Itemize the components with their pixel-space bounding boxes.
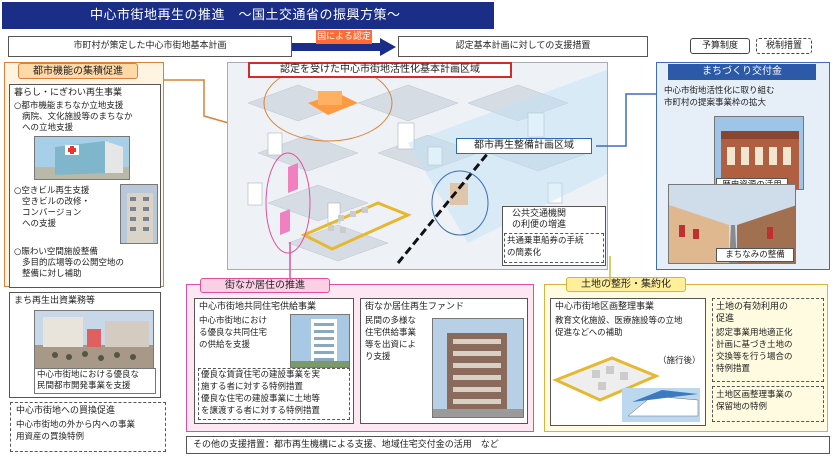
apartment-tower-photo xyxy=(290,314,350,368)
revival-item-3-desc-2: 整備に対し補助 xyxy=(22,269,82,279)
land-use-heading: 土地の有効利用の xyxy=(716,302,789,312)
land-use-desc-1: 認定事業用地適正化 xyxy=(716,328,793,338)
housing-tax-1: 優良な賃貸住宅の建設事業を実 xyxy=(201,370,321,380)
land-consolidation-heading: 土地の整形・集約化 xyxy=(566,277,686,292)
revival-item-1-desc-1: 病院、文化施設等のまちなか xyxy=(22,112,133,122)
municipal-plan-box: 市町村が策定した中心市街地基本計画 xyxy=(8,36,292,57)
transit-line-1: 公共交通機関 xyxy=(512,209,567,219)
revival-item-2-desc-3: への支援 xyxy=(22,219,57,229)
housing-supply-desc-3: の供給を支援 xyxy=(199,340,251,350)
urban-function-heading: 都市機能の集積促進 xyxy=(18,63,138,79)
urban-investment-caption-1: 中心市街地における優良な xyxy=(37,370,140,380)
urban-investment-heading: まち再生出資業務等 xyxy=(14,296,96,306)
housing-supply-heading: 中心市街地共同住宅供給事業 xyxy=(199,302,317,312)
plan-area-title: 認定を受けた中心市街地活性化基本計画区域 xyxy=(248,62,512,78)
transit-line-2: の利便の増進 xyxy=(512,220,567,230)
revival-item-3: ○賑わい空間施設整備 xyxy=(14,247,98,257)
replacement-promotion-box xyxy=(10,402,166,452)
residential-building-photo xyxy=(432,318,524,418)
city-map-svg xyxy=(228,63,607,269)
downtown-living-heading: 街なか居住の推進 xyxy=(200,278,330,293)
transit-box xyxy=(502,206,606,266)
vacant-building-photo xyxy=(120,184,158,244)
replacement-heading: 中心市街地への買換促進 xyxy=(16,406,116,416)
transit-tax-box xyxy=(504,233,604,263)
connector-map-to-mid xyxy=(289,242,291,278)
land-readjustment-illustration xyxy=(552,356,700,422)
replacement-line-2: 用資産の買換特例 xyxy=(16,432,85,442)
transit-line-4: の簡素化 xyxy=(507,248,542,258)
hospital-building-illustration xyxy=(34,136,130,180)
revival-item-2: ○空きビル再生支援 xyxy=(14,186,90,196)
readjustment-heading: 中心市街地区画整理事業 xyxy=(555,302,655,312)
transit-line-3: 共通乗車船券の手続 xyxy=(507,236,584,246)
legend-budget: 予算制度 xyxy=(690,38,750,54)
city-map-illustration xyxy=(227,62,608,270)
urban-investment-caption-box xyxy=(34,368,156,394)
housing-supply-desc-1: 中心市街地におけ xyxy=(199,316,268,326)
living-fund-desc-2: 住宅供給事業 xyxy=(365,328,417,338)
land-use-desc-4: 特例措置 xyxy=(716,364,751,374)
housing-tax-3: 優良な住宅の建設事業に土地等 xyxy=(201,394,321,404)
community-grant-desc-2: 市町村の提案事業枠の拡大 xyxy=(664,98,767,108)
urban-renewal-zone-label: 都市再生整備計画区域 xyxy=(456,138,592,154)
land-use-desc-3: 交換等を行う場合の xyxy=(716,352,793,362)
housing-supply-desc-2: る優良な共同住宅 xyxy=(199,328,268,338)
housing-tax-4: を譲渡する者に対する特例措置 xyxy=(201,406,321,416)
land-use-tax-box xyxy=(712,298,824,382)
support-measures-box: 認定基本計画に対しての支援措置 xyxy=(398,36,648,57)
housing-tax-2: 施する者に対する特例措置 xyxy=(201,382,304,392)
revival-item-2-desc-1: 空きビルの改修・ xyxy=(22,197,91,207)
living-fund-desc-3: 等を出資によ xyxy=(365,340,417,350)
legend-tax: 税制措置 xyxy=(756,38,812,54)
land-use-desc-6: 保留地の特例 xyxy=(716,402,768,412)
replacement-line-1: 中心市街地の外から内への事業 xyxy=(16,420,136,430)
streetscape-caption: まちなみの整備 xyxy=(716,248,794,262)
page-title: 中心市街地再生の推進 ～国土交通省の振興方策～ xyxy=(2,2,494,29)
land-use-desc-2: 計画に基づき土地の xyxy=(716,340,793,350)
community-grant-desc-1: 中心市街地活性化に取り組む xyxy=(664,86,775,96)
approval-badge: 国による認定 xyxy=(316,30,372,44)
revival-item-1-desc-2: への立地支援 xyxy=(22,123,74,133)
readjustment-desc-1: 教育文化施設、医療施設等の立地 xyxy=(555,316,683,326)
revival-item-1: ○都市機能まちなか立地支援 xyxy=(14,101,124,111)
revival-project-heading: 暮らし・にぎわい再生事業 xyxy=(14,88,123,98)
other-support-footer: その他の支援措置：都市再生機構による支援、地域住宅交付金の活用 など xyxy=(186,436,830,454)
revival-item-3-desc-1: 多目的広場等の公開空地の xyxy=(22,258,125,268)
after-implementation-label: （施行後） xyxy=(658,356,701,366)
reserved-land-tax-box xyxy=(712,386,824,422)
land-use-desc-5: 土地区画整理事業の xyxy=(716,390,793,400)
living-fund-desc-4: り支援 xyxy=(365,352,391,362)
community-grant-heading: まちづくり交付金 xyxy=(668,64,816,80)
connector-map-to-right xyxy=(596,93,656,147)
approval-arrow-icon xyxy=(292,38,396,56)
urban-investment-caption-2: 民間都市開発事業を支援 xyxy=(37,381,131,391)
living-fund-desc-1: 民間の多様な xyxy=(365,316,417,326)
connector-map-to-land xyxy=(609,256,611,282)
revival-item-2-desc-2: コンバージョン xyxy=(22,208,82,218)
land-use-heading-2: 促進 xyxy=(716,314,735,324)
street-crowd-photo xyxy=(34,310,154,370)
housing-tax-box xyxy=(198,368,350,420)
living-fund-heading: 街なか居住再生ファンド xyxy=(365,302,465,312)
readjustment-desc-2: 促進などへの補助 xyxy=(555,328,623,338)
